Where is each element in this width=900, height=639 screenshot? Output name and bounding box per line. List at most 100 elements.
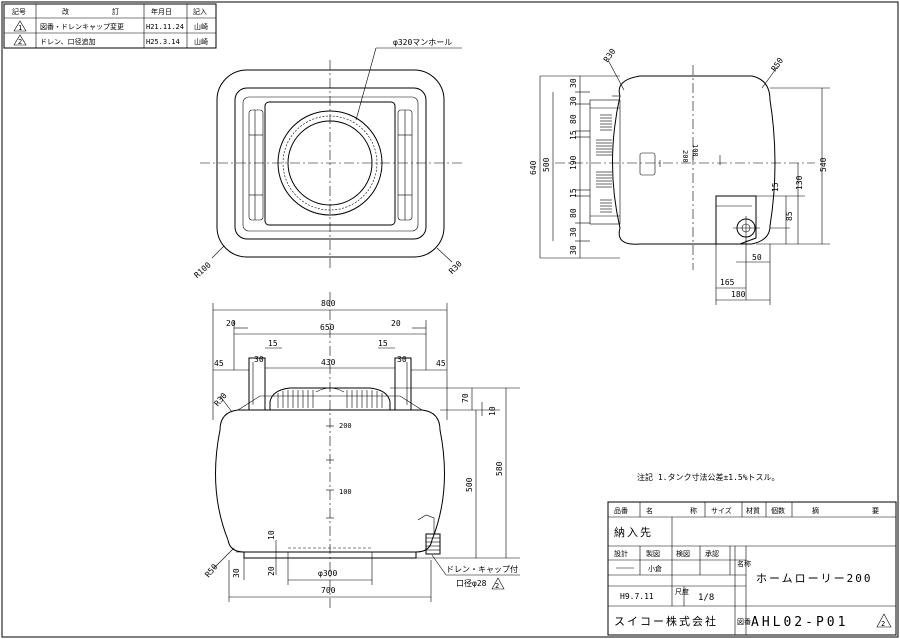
- side-dim-500: 500: [542, 157, 551, 172]
- tb-name-label: 名称: [737, 559, 751, 568]
- handle-right: [394, 357, 412, 411]
- front-dim-10: 10: [488, 406, 497, 416]
- revision-triangle-icon: [876, 613, 892, 628]
- front-dim-580: 580: [495, 461, 504, 476]
- cap-ribs: [277, 387, 383, 408]
- rev-header-signer: 記入: [193, 7, 207, 16]
- tb-header-name-a: 名: [646, 506, 653, 515]
- rev-header-content-a: 改: [62, 7, 69, 16]
- tb-header-qty: 個数: [771, 506, 785, 515]
- side-dim-180: 180: [731, 290, 746, 299]
- revision-triangle-icon: [13, 34, 27, 46]
- side-dim-85: 85: [785, 211, 794, 221]
- tb-scale-value: 1/8: [698, 593, 714, 603]
- side-label-100: 100: [691, 144, 699, 157]
- drain-cap-front: [425, 533, 441, 555]
- front-dim-15-right: 15: [378, 339, 388, 348]
- front-dim-20-bottom: 20: [267, 566, 276, 576]
- title-block: 品番 名 称 サイズ 材質 個数 摘 要 納入先 設計 製図 検図 承認 小倉 …: [607, 501, 897, 636]
- rev-row1-date: H21.11.24: [146, 23, 184, 31]
- side-dim-50: 50: [752, 253, 762, 262]
- front-dim-10-bottom: 10: [267, 530, 276, 540]
- front-dim-800: 800: [321, 299, 336, 308]
- tb-drawing-no-label: 図番: [737, 618, 751, 626]
- front-radius-r30: R30: [213, 391, 229, 408]
- side-dim-190: 190: [569, 155, 578, 170]
- revision-table: 記号 改 訂 年月日 記入 1 図番・ドレンキャップ変更 H21.11.24 山…: [3, 3, 217, 49]
- drain-rev-mark: 2: [495, 582, 499, 590]
- side-radius-r50: R50: [770, 56, 786, 73]
- revision-triangle-icon: [491, 577, 505, 590]
- tb-date: H9.7.11: [620, 592, 654, 601]
- manhole-outer: [277, 110, 383, 216]
- tb-rev-mark: 2: [881, 620, 885, 628]
- side-dim-640: 640: [529, 160, 538, 175]
- rev-header-content-b: 訂: [112, 7, 119, 16]
- tb-approver-name: 小倉: [648, 564, 662, 573]
- front-label-200: 200: [339, 422, 352, 430]
- drain-label: ドレン・キャップ付: [446, 564, 518, 574]
- rev-header-mark: 記号: [12, 7, 26, 16]
- front-dim-30-right: 30: [397, 355, 407, 364]
- tank-outline: [216, 69, 445, 258]
- tb-drawing-no: AHL02-P01: [751, 615, 848, 630]
- tb-approval-approve: 承認: [705, 549, 719, 558]
- front-dim-20-left: 20: [226, 319, 236, 328]
- rev-row1-content: 図番・ドレンキャップ変更: [40, 22, 124, 31]
- rev-row1-mark: 1: [18, 24, 22, 32]
- front-dim-700: 700: [321, 586, 336, 595]
- tb-header-part-no: 品番: [614, 507, 628, 515]
- drain-boss: [715, 195, 757, 245]
- tb-delivery-label: 納入先: [614, 526, 653, 539]
- tb-product-name: ホームローリー200: [756, 572, 873, 585]
- radius-r30-label: R30: [447, 259, 464, 276]
- side-dim-30-a: 30: [569, 78, 578, 88]
- tb-approval-draw: 製図: [646, 549, 660, 558]
- side-dim-30-b: 30: [569, 96, 578, 106]
- tb-approval-design: 設計: [614, 549, 628, 558]
- front-view: 800 650 20 20 15 15 430 45 45 30 30: [203, 292, 520, 610]
- tb-company: スイコー株式会社: [614, 614, 718, 628]
- front-dim-30-bottom: 30: [232, 568, 241, 578]
- cap-threads-lower: [596, 171, 612, 213]
- front-dim-300: φ300: [318, 569, 337, 578]
- tb-header-name-b: 称: [690, 506, 697, 515]
- tb-header-material: 材質: [746, 506, 760, 515]
- rev-header-date: 年月日: [151, 7, 172, 16]
- side-dim-165: 165: [720, 278, 735, 287]
- tolerance-note: 注記 1.タンク寸法公差±1.5%トスル。: [637, 472, 780, 482]
- side-view: 200 100 R30 R50 640 500 30 30 80 15 190 …: [529, 47, 830, 305]
- drain-size: 口径φ28: [456, 578, 487, 588]
- cap-threads-upper: [596, 114, 612, 156]
- rev-row2-mark: 2: [18, 38, 22, 46]
- side-dim-15: 15: [771, 182, 780, 192]
- radius-r100-label: R100: [192, 260, 212, 280]
- front-dim-70: 70: [461, 393, 470, 403]
- front-dim-650: 650: [320, 323, 335, 332]
- manhole-label: φ320マンホール: [393, 38, 452, 47]
- front-dim-45-left: 45: [214, 359, 224, 368]
- front-dim-45-right: 45: [436, 359, 446, 368]
- tb-header-size: サイズ: [711, 506, 732, 515]
- tank-side-outline: [612, 75, 776, 245]
- side-radius-r30: R30: [602, 47, 618, 64]
- rev-row2-signer: 山崎: [194, 37, 208, 46]
- tank-base: [243, 552, 417, 559]
- side-label-200: 200: [681, 150, 689, 163]
- front-dim-500: 500: [465, 477, 474, 492]
- tb-approval-check: 検図: [676, 549, 690, 558]
- rev-row2-content: ドレン、口径追加: [40, 37, 96, 46]
- manhole-cap: [269, 387, 391, 411]
- revision-triangle-icon: [13, 20, 27, 32]
- handle-left: [248, 357, 266, 411]
- top-view: φ320マンホール R100 R30: [192, 38, 464, 280]
- rev-row1-signer: 山崎: [194, 22, 208, 31]
- side-dim-130: 130: [795, 175, 804, 190]
- side-dim-540: 540: [819, 157, 828, 172]
- side-dim-15-b: 15: [569, 188, 578, 198]
- front-dim-30-left: 30: [254, 355, 264, 364]
- rev-row2-date: H25.3.14: [146, 38, 180, 46]
- side-dim-15-a: 15: [569, 130, 578, 140]
